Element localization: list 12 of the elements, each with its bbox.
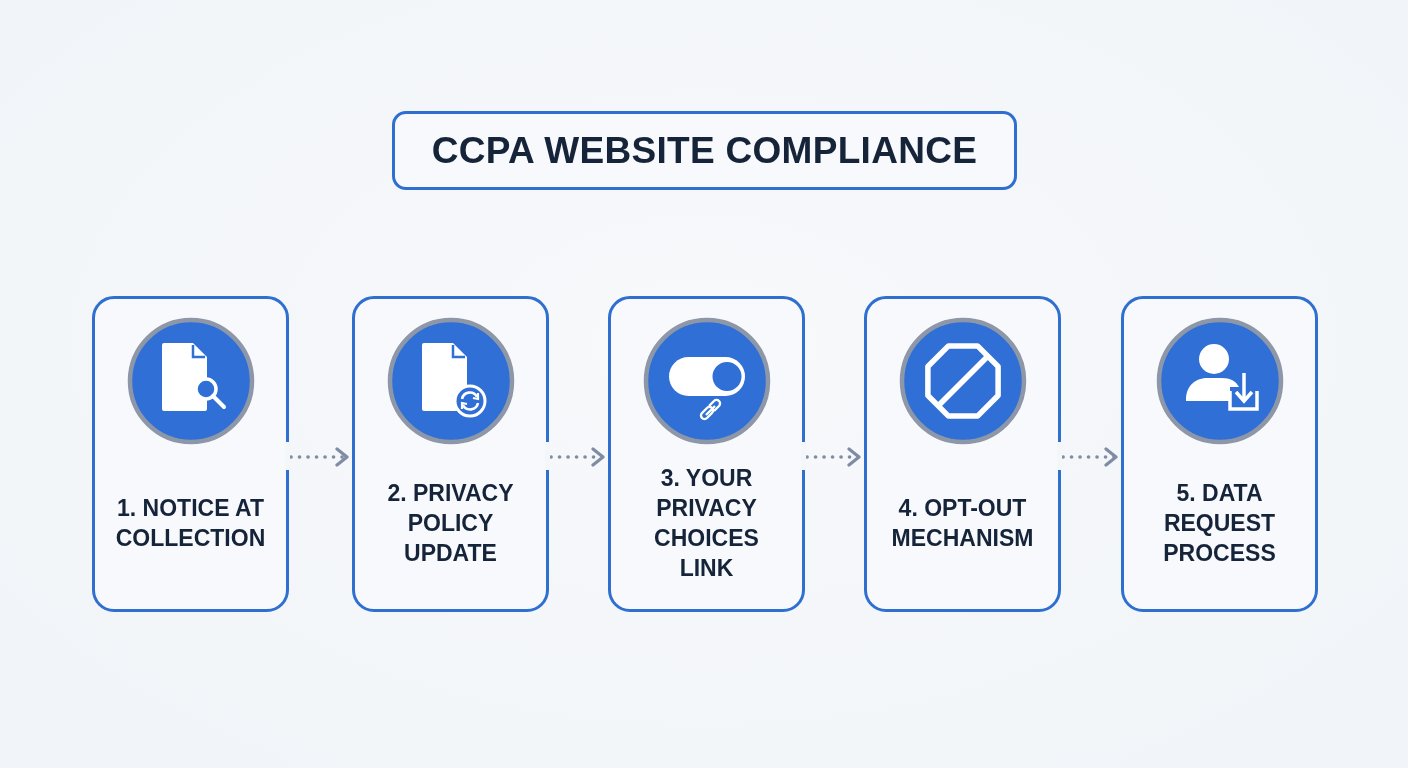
step-label: 1. NOTICE AT COLLECTION xyxy=(114,494,267,553)
step-label: 4. OPT-OUT MECHANISM xyxy=(890,494,1035,553)
step-card xyxy=(864,296,1061,612)
step-label: 3. YOUR PRIVACY CHOICES LINK xyxy=(653,464,760,583)
step-card xyxy=(1121,296,1318,612)
step-label: 2. PRIVACY POLICY UPDATE xyxy=(386,479,515,568)
step-label: 5. DATA REQUEST PROCESS xyxy=(1162,479,1277,568)
dotted-arrow xyxy=(1061,447,1118,467)
step-card xyxy=(92,296,289,612)
title-banner: CCPA WEBSITE COMPLIANCE xyxy=(392,111,1017,190)
step-card xyxy=(608,296,805,612)
step-card xyxy=(352,296,549,612)
